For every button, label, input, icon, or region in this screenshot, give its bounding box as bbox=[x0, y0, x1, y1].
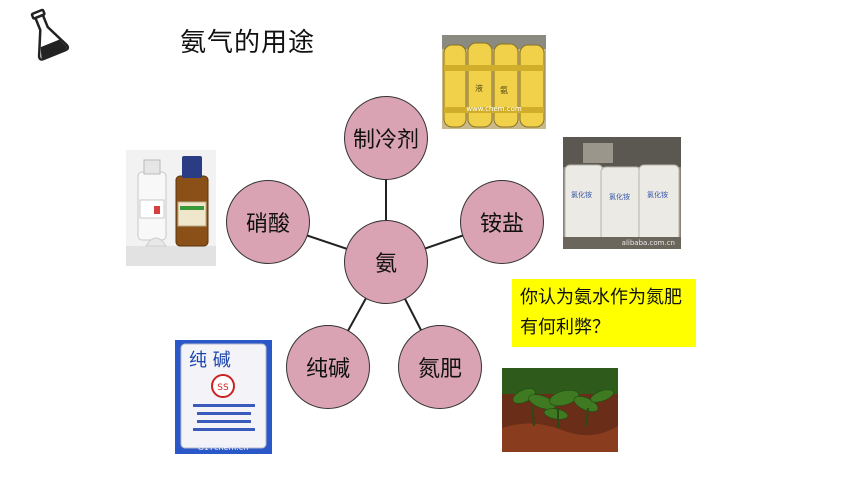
page-title: 氨气的用途 bbox=[180, 28, 316, 58]
photo-reagent-bottles bbox=[126, 150, 216, 266]
node-ammonium-salt: 铵盐 bbox=[460, 180, 544, 264]
node-refrigerant: 制冷剂 bbox=[344, 96, 428, 180]
node-ammonia-center: 氨 bbox=[344, 220, 428, 304]
svg-text:氯化铵: 氯化铵 bbox=[609, 192, 630, 201]
photo-gas-cylinders: 液 氨 www.chem.com bbox=[442, 35, 546, 129]
photo-ammonium-bags: 氯化铵 氯化铵 氯化铵 alibaba.com.cn bbox=[563, 137, 681, 249]
soda-bag-watermark: G17chem.cn bbox=[198, 443, 249, 452]
svg-text:液: 液 bbox=[475, 83, 483, 93]
node-soda-ash: 纯碱 bbox=[286, 325, 370, 409]
flask-icon bbox=[20, 6, 74, 64]
photo-crop-field bbox=[502, 368, 618, 452]
node-nitric-acid: 硝酸 bbox=[226, 180, 310, 264]
photo-soda-ash-bag: 纯 碱 SS G17chem.cn bbox=[175, 340, 272, 454]
cylinders-watermark: www.chem.com bbox=[466, 105, 522, 113]
soda-bag-label: 纯 碱 bbox=[189, 350, 231, 371]
svg-text:氨: 氨 bbox=[500, 85, 508, 95]
node-nitrogen-fertilizer: 氮肥 bbox=[398, 325, 482, 409]
question-box: 你认为氨水作为氮肥有何利弊？ bbox=[512, 279, 696, 347]
svg-text:氯化铵: 氯化铵 bbox=[571, 190, 592, 199]
svg-text:氯化铵: 氯化铵 bbox=[647, 190, 668, 199]
svg-text:SS: SS bbox=[217, 383, 229, 393]
bags-watermark: alibaba.com.cn bbox=[622, 239, 675, 247]
